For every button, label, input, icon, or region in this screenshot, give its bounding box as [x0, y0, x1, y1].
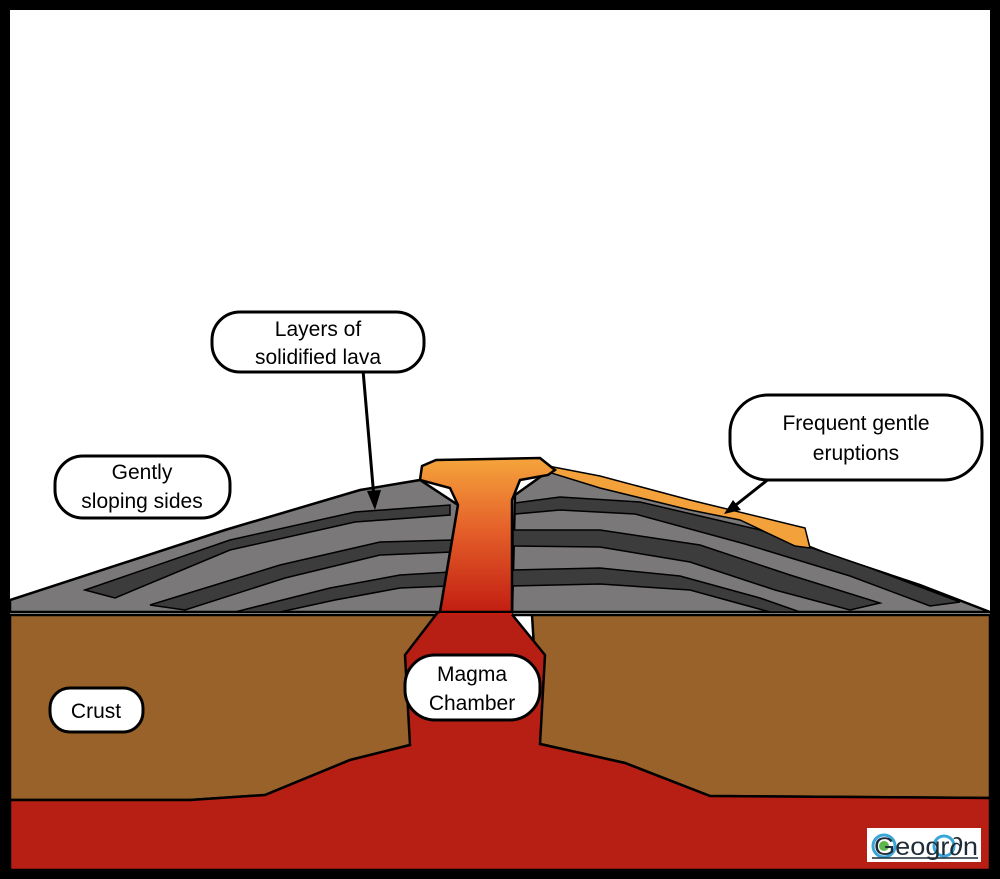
callout-eruptions: Frequent gentle eruptions — [728, 393, 984, 482]
lava-band — [511, 567, 801, 613]
callout-layers-line1: Layers of — [275, 318, 362, 341]
lava-band — [512, 529, 883, 611]
callout-sides: Gently sloping sides — [53, 454, 232, 520]
arrow-eruptions — [724, 476, 771, 514]
callout-layers: Layers of solidified lava — [210, 310, 426, 374]
callout-eruptions-line2: eruptions — [813, 442, 899, 465]
callout-sides-line2: sloping sides — [81, 490, 202, 513]
logo-text: Geogr∂n — [874, 833, 978, 861]
volcano-vent — [418, 456, 558, 614]
callout-magma-chamber: Magma Chamber — [403, 653, 542, 722]
callout-crust-label: Crust — [71, 700, 121, 723]
callout-eruptions-line1: Frequent gentle — [782, 412, 929, 435]
logo-globe-icon — [871, 833, 897, 859]
logo-ring-icon — [932, 834, 956, 858]
callout-layers-line2: solidified lava — [255, 346, 381, 369]
callout-crust: Crust — [48, 686, 145, 734]
arrow-layers — [361, 369, 381, 510]
magma-chamber — [8, 610, 992, 872]
callout-magma-line1: Magma — [437, 663, 507, 686]
geogron-logo: Geogr∂n — [867, 828, 981, 862]
lava-band — [82, 504, 451, 599]
callout-magma-line2: Chamber — [429, 692, 515, 715]
lava-band — [514, 496, 961, 607]
lava-flow — [547, 465, 811, 549]
callout-sides-line1: Gently — [112, 461, 173, 484]
